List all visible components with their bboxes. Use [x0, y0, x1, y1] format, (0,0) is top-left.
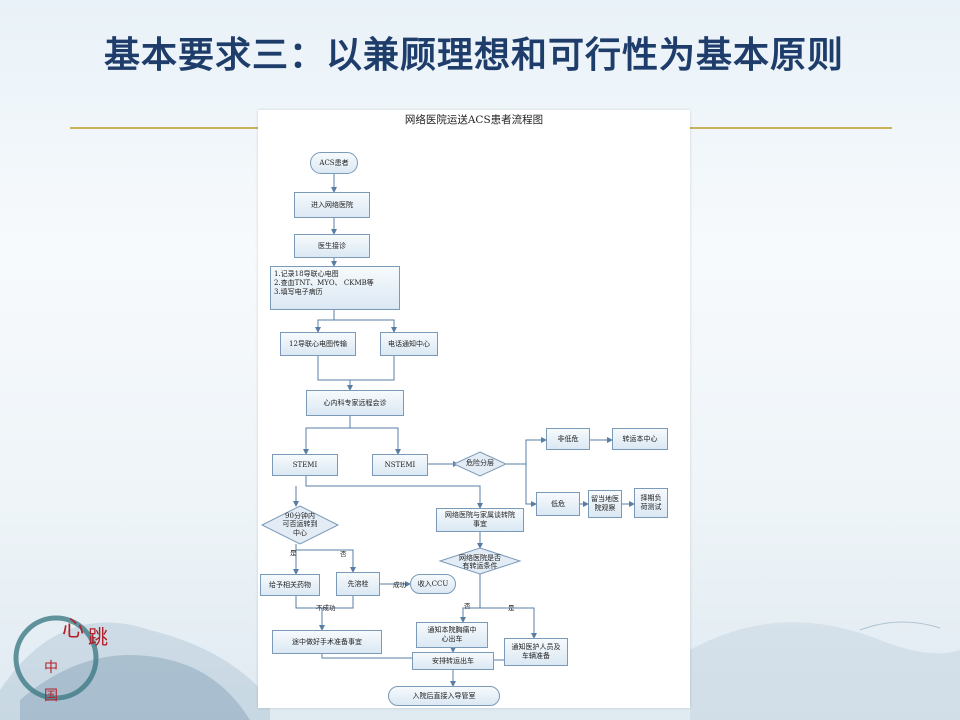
edge-no2: 否: [464, 602, 471, 610]
node-nonlow: 非低危: [546, 428, 590, 450]
node-stemi: STEMI: [272, 454, 338, 476]
flowchart-connectors: [260, 174, 635, 687]
node-ccu: 收入CCU: [410, 574, 456, 594]
node-phone: 电话通知中心: [380, 332, 438, 356]
node-drugs: 给予相关药物: [260, 574, 320, 596]
node-transfer-center: 转运本中心: [612, 428, 668, 450]
acs-flowchart: 网络医院运送ACS患者流程图 ACS患者 进入网络医院 医生接诊 1.记录18导…: [258, 110, 690, 708]
node-cond: 网络医院是否 有转运条件: [459, 554, 501, 571]
risk-diamond: [452, 451, 508, 477]
edge-no1: 否: [340, 550, 347, 558]
node-low: 低危: [536, 492, 580, 516]
node-stay: 留当地医 院观察: [588, 490, 622, 518]
node-prepare: 途中做好手术准备事宜: [272, 630, 382, 654]
node-acs: ACS患者: [310, 152, 358, 174]
title-rule-left: [70, 127, 260, 129]
node-arrange: 安排转运出车: [412, 652, 494, 670]
slide-title: 基本要求三：以兼顾理想和可行性为基本原则: [104, 35, 845, 76]
node-record: 1.记录18导联心电图 2.查血TNT、MYO、 CKMB等 3.填写电子病历: [270, 266, 400, 310]
node-ecg: 12导联心电图传输: [280, 332, 356, 356]
svg-text:中: 中: [44, 660, 58, 676]
heartbeat-china-logo: 心 跳 中 国: [13, 615, 108, 704]
svg-text:心: 心: [62, 617, 84, 642]
node-enter: 进入网络医院: [294, 192, 370, 218]
svg-text:国: 国: [44, 688, 58, 704]
node-risk: 危险分层: [466, 459, 494, 467]
edge-yes1: 是: [290, 549, 297, 557]
node-thrombolysis: 先溶栓: [336, 572, 380, 596]
node-consult: 心内科专家远程会诊: [306, 390, 404, 416]
flowchart-title: 网络医院运送ACS患者流程图: [404, 114, 544, 126]
svg-text:跳: 跳: [88, 625, 108, 649]
q90-diamond: [260, 505, 340, 545]
edge-success: 成功: [393, 581, 406, 589]
edge-fail: 不成功: [316, 604, 336, 612]
node-notify-chest: 通知本院胸痛中 心出车: [416, 622, 488, 648]
node-stress: 择期负 荷测试: [634, 488, 668, 518]
node-notify-staff: 通知医护人员及 车辆准备: [504, 638, 568, 666]
node-family: 网络医院与家属谈转院 事宜: [436, 508, 524, 532]
node-cathlab: 入院后直接入导管室: [388, 686, 500, 706]
node-q90: 90分钟内 可否运转到 中心: [282, 512, 318, 537]
node-nstemi: NSTEMI: [372, 454, 428, 476]
edge-yes2: 是: [508, 604, 515, 612]
title-rule-right: [690, 127, 892, 129]
cond-diamond: [438, 547, 522, 575]
node-doctor: 医生接诊: [294, 234, 370, 258]
